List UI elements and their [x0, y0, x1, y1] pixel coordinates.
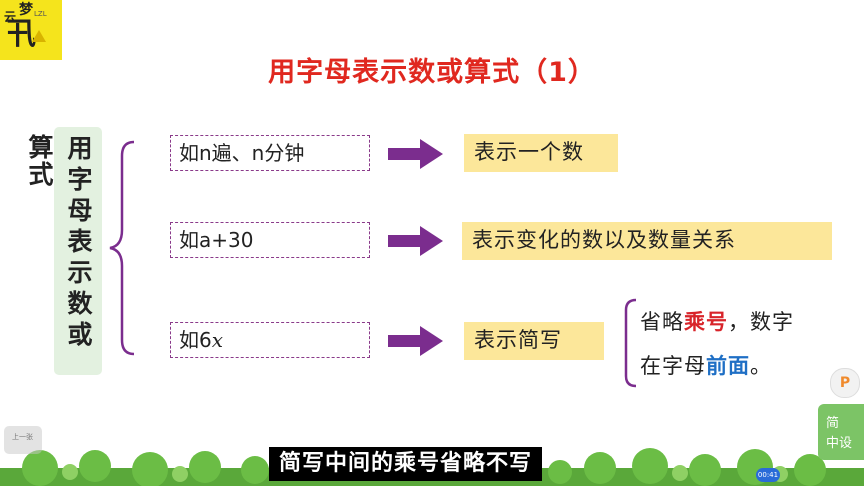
- note-line-1: 省略乘号，数字: [640, 306, 794, 336]
- grass-decoration: [0, 448, 864, 486]
- left-bracket-icon: [624, 298, 637, 388]
- meaning-box-3: 表示简写: [464, 322, 604, 360]
- note-box: 省略乘号，数字 在字母前面。: [622, 298, 852, 388]
- logo-triangle-icon: [32, 30, 46, 42]
- prev-page-label: 上一张: [12, 433, 33, 441]
- example-box-3: 如6x: [170, 322, 370, 358]
- example-3-var: x: [211, 328, 224, 352]
- side-menu-label-2: 中设: [826, 436, 853, 451]
- note-text: 省略: [640, 310, 684, 334]
- side-menu-button[interactable]: 简 中设: [818, 404, 864, 460]
- p-badge-icon[interactable]: P: [830, 368, 860, 398]
- example-box-2: 如a+30: [170, 222, 370, 258]
- suanshi-label: 算式: [25, 134, 54, 188]
- example-3-prefix: 如6: [179, 328, 212, 352]
- prev-page-button[interactable]: 上一张: [4, 426, 42, 454]
- logo: 梦 云 卂 LZL: [0, 0, 62, 60]
- note-text: 在字母: [640, 354, 706, 378]
- arrow-right-icon: [388, 326, 443, 356]
- example-box-1: 如n遍、n分钟: [170, 135, 370, 171]
- logo-meng: 梦: [19, 2, 33, 18]
- note-text: ，数字: [728, 310, 794, 334]
- logo-main: 卂: [6, 17, 36, 52]
- meaning-box-2: 表示变化的数以及数量关系: [462, 222, 832, 260]
- logo-yun: 云: [4, 10, 17, 24]
- note-highlight-red: 乘号: [684, 310, 728, 334]
- note-highlight-blue: 前面: [706, 354, 750, 378]
- page-title: 用字母表示数或算式（1）: [268, 57, 596, 88]
- side-menu-label-1: 简: [826, 416, 840, 431]
- curly-brace-icon: [109, 140, 135, 356]
- timer-badge: 00:41: [756, 468, 780, 482]
- vertical-label: 用字母表示数或: [64, 135, 93, 352]
- vertical-panel: 用字母表示数或: [54, 127, 102, 375]
- arrow-right-icon: [388, 226, 443, 256]
- logo-tag: LZL: [34, 10, 47, 18]
- note-text: 。: [750, 354, 772, 378]
- meaning-box-1: 表示一个数: [464, 134, 618, 172]
- subtitle-caption: 简写中间的乘号省略不写: [269, 447, 543, 481]
- note-line-2: 在字母前面。: [640, 350, 772, 380]
- arrow-right-icon: [388, 139, 443, 169]
